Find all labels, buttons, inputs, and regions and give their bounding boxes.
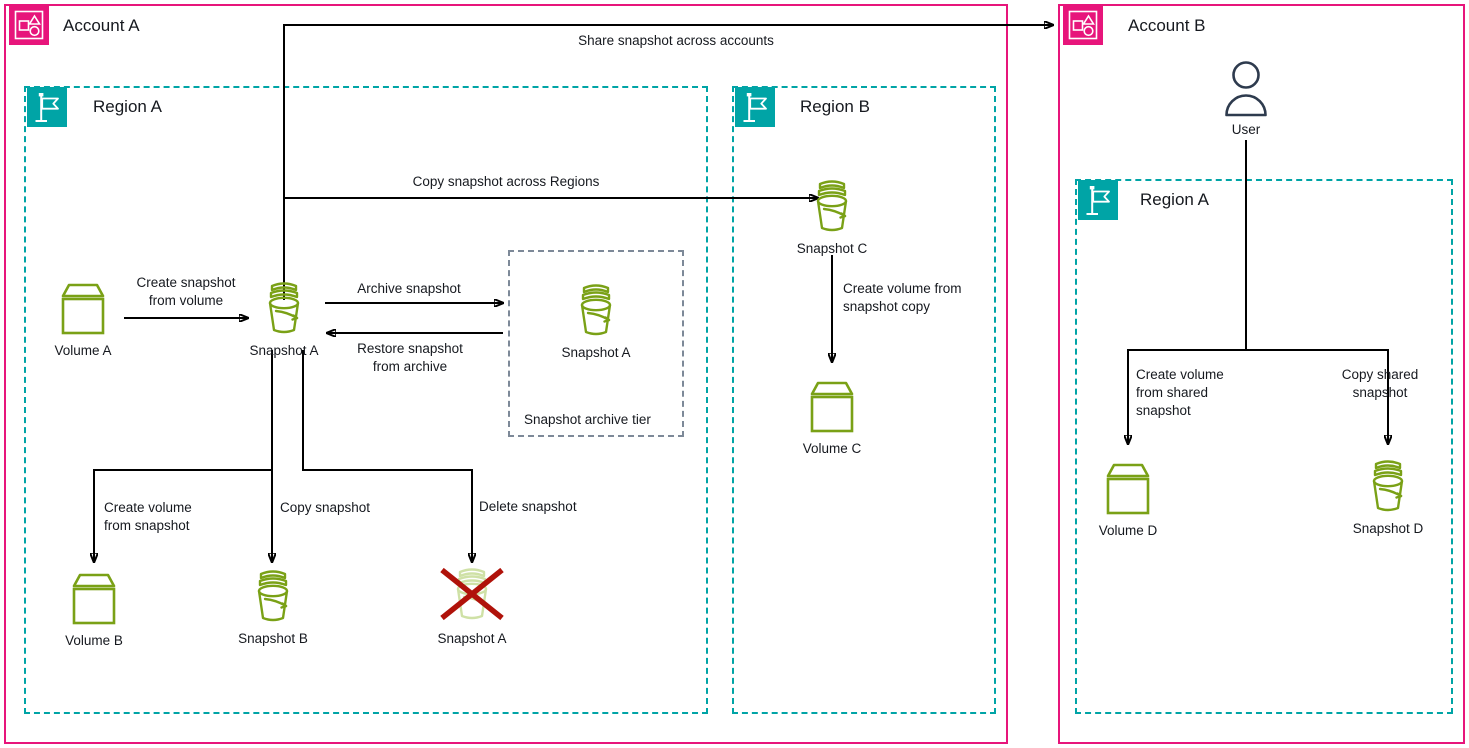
region-flag-icon xyxy=(735,87,775,127)
snapshot-icon xyxy=(1328,450,1448,516)
region-a-left-label: Region A xyxy=(93,97,162,116)
snapshot-icon xyxy=(224,272,344,338)
snapshot-archive-tier-caption: Snapshot archive tier xyxy=(524,412,651,427)
edge-label-restore-snapshot: Restore snapshot from archive xyxy=(357,341,463,375)
node-caption: Snapshot A xyxy=(561,345,631,360)
account-b-label: Account B xyxy=(1128,16,1206,35)
node-volume-c[interactable]: Volume C xyxy=(772,370,892,457)
node-caption: Volume D xyxy=(1098,523,1158,538)
account-a-boundary xyxy=(4,4,1008,744)
node-caption: User xyxy=(1231,122,1261,137)
region-flag-icon xyxy=(1078,180,1118,220)
account-b-boundary xyxy=(1058,4,1465,744)
edge-label-share-across-accounts: Share snapshot across accounts xyxy=(578,33,774,48)
node-snapshot-d[interactable]: Snapshot D xyxy=(1328,450,1448,537)
account-icon xyxy=(9,5,49,45)
node-snapshot-c[interactable]: Snapshot C xyxy=(772,170,892,257)
snapshot-icon xyxy=(772,170,892,236)
edge-label-copy-snapshot: Copy snapshot xyxy=(280,500,371,515)
node-snapshot-a-deleted[interactable]: Snapshot A xyxy=(412,560,532,647)
edge-label-create-volume-shared: Create volume from shared snapshot xyxy=(1136,367,1224,419)
node-volume-b[interactable]: Volume B xyxy=(34,562,154,649)
snapshot-deleted-icon xyxy=(412,560,532,626)
snapshot-icon xyxy=(536,274,656,340)
node-snapshot-b[interactable]: Snapshot B xyxy=(213,560,333,647)
node-caption: Snapshot C xyxy=(796,241,868,256)
edge-label-delete-snapshot: Delete snapshot xyxy=(479,499,577,514)
region-b-label: Region B xyxy=(800,97,870,116)
edge-label-create-volume-from-copy: Create volume from snapshot copy xyxy=(843,281,962,315)
account-icon xyxy=(1063,5,1103,45)
edge-label-copy-across-regions: Copy snapshot across Regions xyxy=(412,174,600,189)
node-volume-d[interactable]: Volume D xyxy=(1068,452,1188,539)
account-a-label: Account A xyxy=(63,16,140,35)
node-caption: Volume B xyxy=(65,633,123,648)
region-a-right-boundary xyxy=(1075,179,1453,714)
node-caption: Snapshot D xyxy=(1352,521,1424,536)
snapshot-icon xyxy=(213,560,333,626)
node-caption: Volume A xyxy=(54,343,112,358)
node-volume-a[interactable]: Volume A xyxy=(23,272,143,359)
region-flag-icon xyxy=(27,87,67,127)
node-snapshot-a-archived[interactable]: Snapshot A xyxy=(536,274,656,361)
edge-label-create-volume-from-snapshot: Create volume from snapshot xyxy=(104,500,192,534)
volume-icon xyxy=(34,562,154,628)
volume-icon xyxy=(772,370,892,436)
edge-label-archive-snapshot: Archive snapshot xyxy=(357,281,461,296)
node-caption: Snapshot A xyxy=(249,343,319,358)
node-caption: Volume C xyxy=(802,441,862,456)
node-user[interactable]: User xyxy=(1186,58,1306,137)
region-a-right-label: Region A xyxy=(1140,190,1209,209)
node-caption: Snapshot B xyxy=(238,631,308,646)
volume-icon xyxy=(23,272,143,338)
node-snapshot-a[interactable]: Snapshot A xyxy=(224,272,344,359)
user-icon xyxy=(1186,58,1306,120)
edge-label-create-snapshot: Create snapshot from volume xyxy=(136,275,236,309)
edge-label-copy-shared-snapshot: Copy shared snapshot xyxy=(1341,367,1419,401)
node-caption: Snapshot A xyxy=(437,631,507,646)
volume-icon xyxy=(1068,452,1188,518)
